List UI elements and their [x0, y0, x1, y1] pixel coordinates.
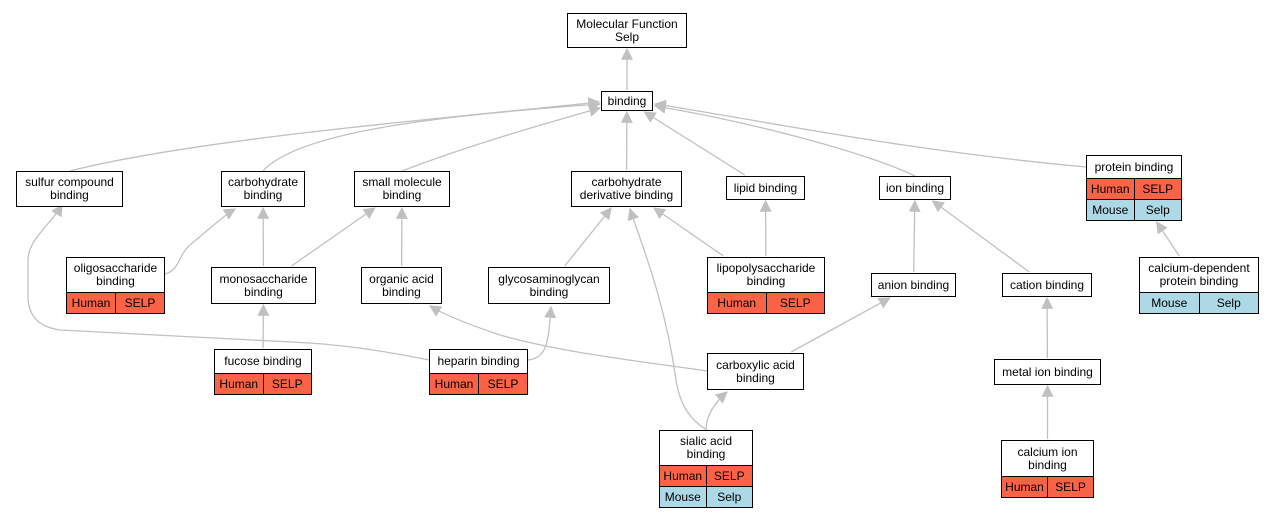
organism-label: Human [71, 296, 111, 310]
node-carbderiv[interactable]: carbohydrate derivative binding [571, 171, 682, 207]
edge-small-to-binding [401, 105, 602, 172]
node-label: calcium-dependent protein binding [1148, 261, 1250, 288]
node-label: carboxylic acid binding [716, 357, 795, 385]
organism-label: Mouse [1092, 203, 1129, 217]
node-carboxylic[interactable]: carboxylic acid binding [707, 353, 804, 390]
organism-label: Mouse [664, 490, 701, 504]
node-label: Molecular Function Selp [576, 16, 678, 44]
edge-heparin-to-gag [527, 305, 557, 361]
edge-cation-to-ion [931, 200, 1030, 273]
node-label: lipid binding [733, 180, 798, 195]
mouse-annotation-row: Mouse Selp [660, 486, 752, 507]
edge-carboxylic-to-anion [790, 297, 891, 353]
node-label: monosaccharide binding [219, 271, 308, 299]
organism-label: Human [663, 469, 703, 483]
node-metal[interactable]: metal ion binding [994, 359, 1101, 385]
gene-symbol: SELP [765, 293, 825, 313]
node-sulfur[interactable]: sulfur compound binding [16, 171, 123, 207]
organism-label: Human [1090, 182, 1130, 196]
node-ion[interactable]: ion binding [879, 176, 951, 200]
node-label: carbohydrate derivative binding [579, 175, 674, 202]
node-label: oligosaccharide binding [73, 261, 158, 288]
node-label: anion binding [877, 277, 950, 292]
human-annotation-row: Human SELP [67, 292, 164, 313]
node-lipid[interactable]: lipid binding [726, 176, 805, 200]
edge-anion-to-ion [908, 199, 921, 273]
edge-carboxylic-to-organic [428, 305, 708, 372]
edge-ion-to-binding [653, 101, 916, 177]
gene-symbol: SELP [262, 374, 312, 394]
edge-sialic-to-carbderiv [627, 207, 708, 431]
human-annotation-row: Human SELP [430, 373, 527, 394]
node-small[interactable]: small molecule binding [354, 171, 450, 207]
edge-oligo-to-carb [164, 208, 237, 275]
node-anion[interactable]: anion binding [871, 273, 956, 297]
edge-gag-to-carbderiv [564, 207, 612, 267]
gene-symbol: Selp [705, 487, 753, 507]
gene-symbol: SELP [1047, 477, 1093, 497]
organism-label: Human [1005, 480, 1044, 494]
node-binding[interactable]: binding [601, 91, 653, 111]
node-label: calcium ion binding [1017, 444, 1078, 472]
node-label: carbohydrate binding [227, 175, 299, 202]
organism-label: Human [219, 377, 259, 391]
gene-symbol: SELP [705, 466, 753, 486]
node-label: protein binding [1094, 159, 1174, 174]
node-label: lipopolysaccharide binding [716, 261, 816, 288]
node-cation[interactable]: cation binding [1002, 273, 1092, 297]
edge-cadep-to-protein [1156, 221, 1180, 257]
node-label: ion binding [885, 180, 945, 195]
node-mono[interactable]: monosaccharide binding [211, 267, 316, 304]
gene-symbol: Selp [1198, 293, 1259, 313]
node-gag[interactable]: glycosaminoglycan binding [488, 267, 610, 304]
edge-sulfur-to-binding [69, 97, 601, 172]
mouse-annotation-row: Mouse Selp [1087, 199, 1181, 220]
node-label: binding [607, 93, 647, 108]
node-root[interactable]: Molecular Function Selp [567, 13, 687, 48]
edge-lps-to-carbderiv [653, 207, 724, 257]
node-label: sialic acid binding [679, 434, 733, 461]
organism-label: Human [434, 377, 474, 391]
node-label: glycosaminoglycan binding [498, 271, 600, 299]
edge-sialic-to-carboxylic [705, 391, 728, 431]
node-label: sulfur compound binding [25, 175, 114, 202]
organism-label: Human [717, 296, 757, 310]
gene-symbol: Selp [1133, 200, 1182, 220]
node-organic[interactable]: organic acid binding [361, 267, 442, 304]
node-label: heparin binding [437, 354, 520, 368]
gene-symbol: SELP [1133, 179, 1182, 199]
human-annotation-row: Human SELP [708, 292, 824, 313]
edge-heparin-to-sulfur [27, 203, 430, 361]
edge-protein-to-binding [653, 99, 1087, 168]
node-label: small molecule binding [362, 175, 442, 202]
gene-symbol: SELP [478, 374, 527, 394]
node-label: cation binding [1009, 277, 1085, 292]
node-label: fucose binding [224, 354, 302, 368]
edge-carb-to-binding [262, 98, 602, 172]
node-label: metal ion binding [1002, 364, 1093, 379]
edge-lipid-to-binding [643, 111, 746, 176]
mouse-annotation-row: Mouse Selp [1140, 292, 1258, 313]
node-carb[interactable]: carbohydrate binding [221, 171, 305, 207]
gene-symbol: SELP [115, 293, 164, 313]
node-label: organic acid binding [369, 271, 434, 299]
edge-mono-to-small [291, 207, 376, 267]
organism-label: Mouse [1151, 296, 1188, 310]
